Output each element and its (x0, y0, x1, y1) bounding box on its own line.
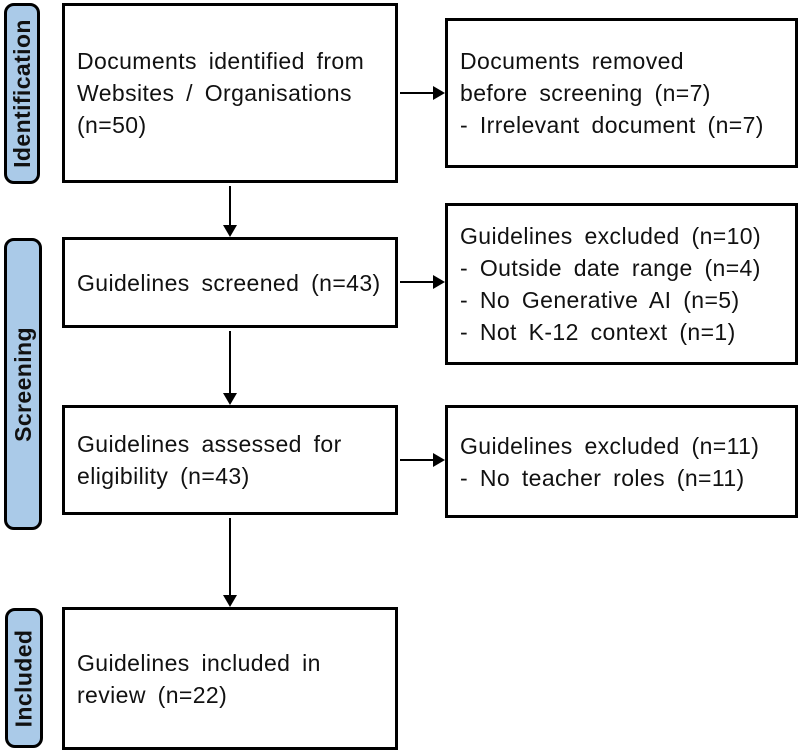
arrow-screened-to-assessed (223, 331, 237, 405)
arrowhead-right-icon (433, 86, 445, 100)
box-text-line: - Not K-12 context (n=1) (460, 319, 736, 345)
stage-label-text: Screening (9, 326, 36, 442)
box-text-line: (n=50) (77, 112, 147, 138)
box-text-line: Documents identified from (77, 48, 365, 74)
box-text-line: Documents removed (460, 48, 684, 74)
box-guidelines-excluded-eligibility: Guidelines excluded (n=11) - No teacher … (445, 405, 798, 518)
box-text-line: Guidelines included in (77, 649, 321, 676)
box-text-line: review (n=22) (77, 681, 228, 708)
box-text-line: Guidelines screened (n=43) (77, 269, 381, 296)
box-guidelines-screened: Guidelines screened (n=43) (62, 237, 398, 328)
box-guidelines-assessed: Guidelines assessed for eligibility (n=4… (62, 405, 398, 515)
stage-label-text: Included (10, 629, 37, 727)
arrowhead-right-icon (433, 275, 445, 289)
arrow-assessed-to-included (223, 518, 237, 607)
box-text-line: - Irrelevant document (n=7) (460, 112, 764, 138)
box-text-line: Websites / Organisations (77, 80, 352, 106)
arrowhead-right-icon (433, 453, 445, 467)
arrowhead-down-icon (223, 225, 237, 237)
box-documents-removed: Documents removed before screening (n=7)… (445, 18, 798, 168)
box-text-line: - No Generative AI (n=5) (460, 287, 740, 313)
arrowhead-down-icon (223, 393, 237, 405)
box-text-line: Guidelines excluded (n=11) (460, 432, 760, 459)
box-text-line: Guidelines excluded (n=10) (460, 223, 762, 249)
box-text-line: eligibility (n=43) (77, 463, 250, 489)
box-text-line: - Outside date range (n=4) (460, 255, 761, 281)
stage-label-text: Identification (8, 19, 35, 168)
box-text-line: - No teacher roles (n=11) (460, 464, 745, 491)
arrow-assessed-to-excluded (400, 453, 445, 467)
arrow-screened-to-excluded (400, 275, 445, 289)
box-guidelines-excluded-screening: Guidelines excluded (n=10) - Outside dat… (445, 203, 798, 365)
box-text-line: before screening (n=7) (460, 80, 711, 106)
arrowhead-down-icon (223, 595, 237, 607)
box-guidelines-included: Guidelines included in review (n=22) (62, 607, 398, 750)
stage-label-screening: Screening (4, 238, 42, 530)
stage-label-included: Included (5, 608, 43, 748)
box-text-line: Guidelines assessed for (77, 431, 342, 457)
box-documents-identified: Documents identified from Websites / Org… (62, 3, 398, 183)
arrow-identified-to-screened (223, 186, 237, 237)
arrow-identified-to-removed (400, 86, 445, 100)
stage-label-identification: Identification (4, 3, 40, 184)
